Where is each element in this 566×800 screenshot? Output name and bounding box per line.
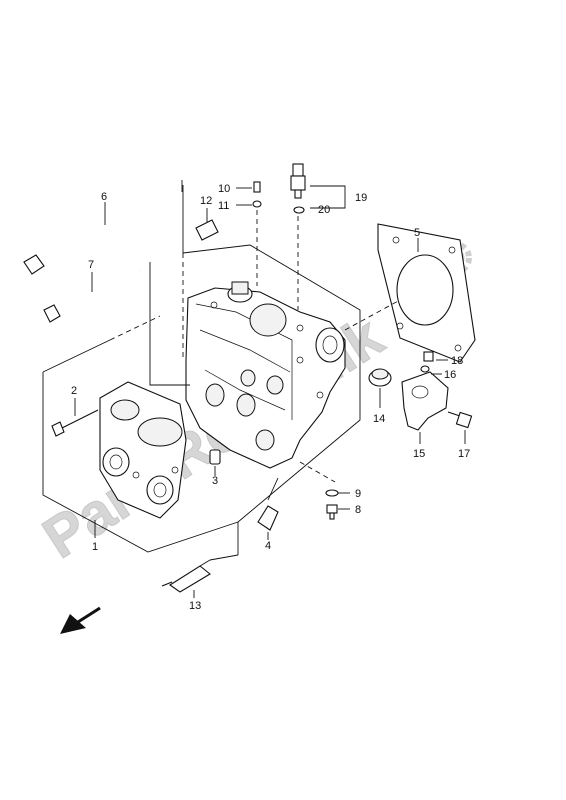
callout-7: 7 — [88, 259, 94, 271]
callout-12: 12 — [200, 195, 212, 207]
bolt-2 — [51, 409, 99, 437]
washer-16 — [420, 365, 430, 373]
bleeder-bolt-18 — [423, 351, 434, 362]
callout-2: 2 — [71, 385, 77, 397]
leader-lines — [74, 187, 448, 538]
callout-17: 17 — [458, 448, 470, 460]
callout-5: 5 — [414, 227, 420, 239]
front-direction-arrow-icon — [60, 606, 101, 634]
bolt-long-6 — [23, 180, 183, 275]
leader-9-dash — [299, 461, 336, 483]
screw-10 — [253, 181, 261, 193]
bolt-8 — [326, 504, 338, 520]
assembly-group-box — [42, 244, 361, 555]
o-ring-20 — [293, 206, 305, 214]
callout-20: 20 — [318, 204, 330, 216]
callout-11: 11 — [218, 200, 229, 212]
callout-15: 15 — [413, 448, 425, 460]
bolt-17 — [447, 411, 473, 444]
cylinder-head — [185, 281, 346, 469]
callout-8: 8 — [355, 504, 361, 516]
spark-plug-13 — [161, 554, 239, 598]
callout-10: 10 — [218, 183, 230, 195]
head-gasket-5 — [344, 223, 476, 363]
callout-16: 16 — [444, 369, 456, 381]
callout-18: 18 — [451, 355, 463, 367]
callout-9: 9 — [355, 488, 361, 500]
callout-4: 4 — [265, 540, 271, 552]
callout-19: 19 — [355, 192, 367, 204]
callout-1: 1 — [92, 541, 98, 553]
washer-11 — [252, 200, 262, 286]
callout-labels: 1 2 3 4 5 6 7 8 9 10 11 12 13 14 15 16 1… — [71, 183, 470, 612]
camshaft-holder — [99, 381, 187, 519]
washer-9 — [325, 489, 339, 497]
callout-14: 14 — [373, 413, 385, 425]
dowel-pin-4 — [257, 477, 279, 540]
thermostat-case-15 — [401, 371, 449, 444]
dowel-pin-3 — [209, 449, 221, 476]
temp-sensor-19 — [290, 163, 306, 310]
bolt-7 — [43, 262, 190, 386]
callout-6: 6 — [101, 191, 107, 203]
thermostat-14 — [368, 368, 392, 408]
callout-19-bracket — [310, 185, 346, 209]
callout-13: 13 — [189, 600, 201, 612]
callout-3: 3 — [212, 475, 218, 487]
sleeve-12 — [182, 185, 219, 253]
